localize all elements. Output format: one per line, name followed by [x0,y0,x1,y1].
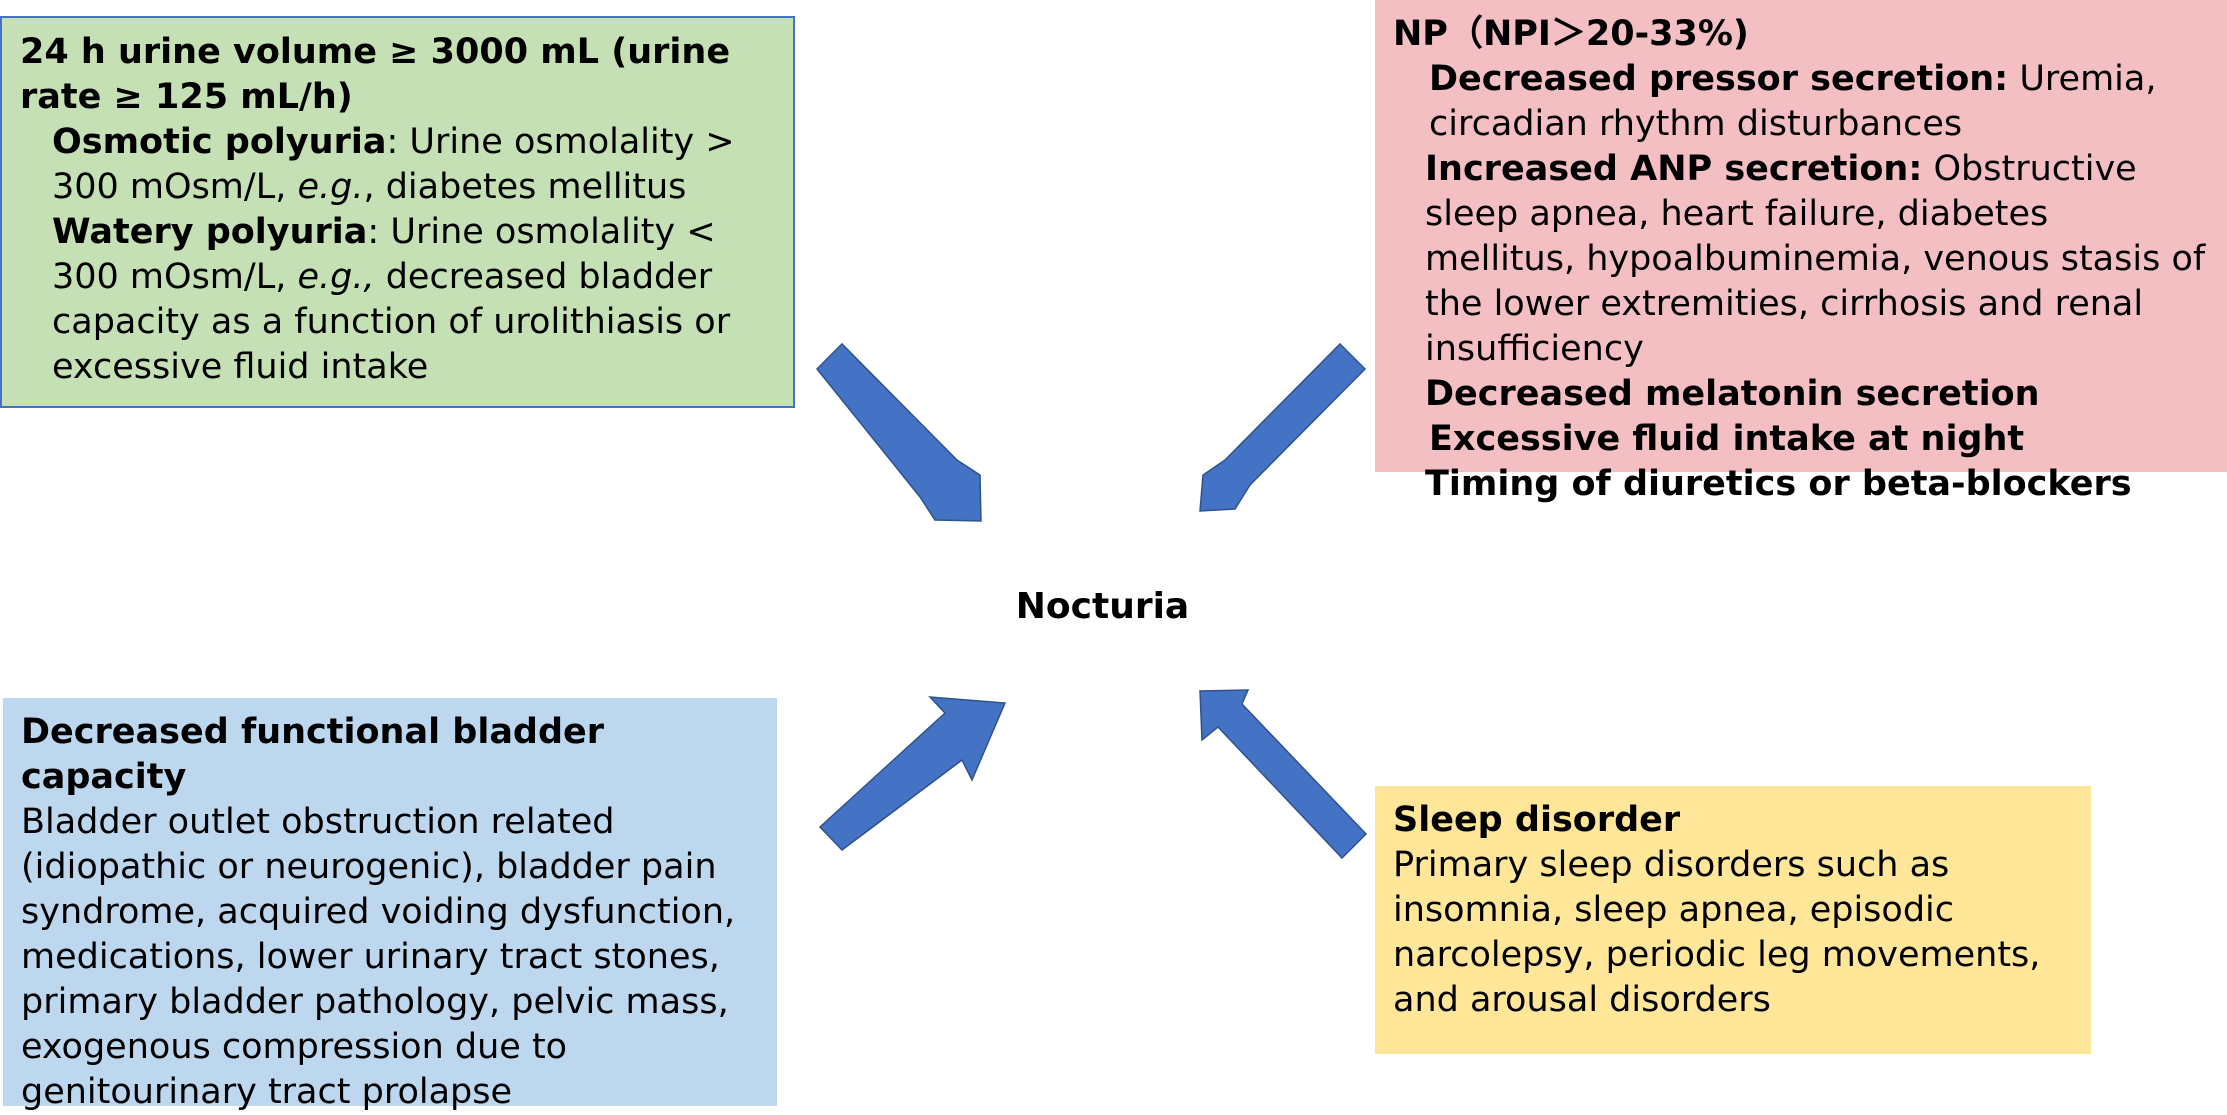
watery-polyuria-eg: e.g., [297,257,375,297]
sleep-disorder-body: Primary sleep disorders such as insomnia… [1393,845,2041,1020]
arrow-bottom-left [818,696,1007,851]
watery-polyuria-item: Watery polyuria: Urine osmolality < 300 … [20,210,775,390]
polyuria-title: 24 h urine volume ≥ 3000 mL (urine rate … [20,32,731,117]
osmotic-polyuria-item: Osmotic polyuria: Urine osmolality > 300… [20,120,775,210]
osmotic-polyuria-rest: , diabetes mellitus [363,167,687,207]
bladder-capacity-box: Decreased functional bladder capacity Bl… [3,698,777,1112]
np-item-diuretics: Timing of diuretics or beta-blockers [1425,464,2132,504]
bladder-capacity-title: Decreased functional bladder capacity [21,712,605,797]
bladder-capacity-body: Bladder outlet obstruction related (idio… [21,802,736,1112]
watery-polyuria-rest: decreased bladder capacity as a function… [52,257,731,387]
np-item-anp-term: Increased ANP secretion: [1425,149,1923,189]
np-item-anp-desc: Obstructive sleep apnea, heart failure, … [1425,149,2206,369]
arrow-bottom-right [1199,689,1368,860]
nocturia-label: Nocturia [1015,586,1190,627]
arrow-top-left [815,342,982,522]
np-item-pressor-desc: Uremia, circadian rhythm disturbances [1429,59,2157,144]
arrow-top-right [1199,342,1367,512]
np-item-fluid: Excessive fluid intake at night [1429,419,2025,459]
np-item-anp: Increased ANP secretion: Obstructive sle… [1393,147,2209,372]
osmotic-polyuria-term: Osmotic polyuria [52,122,387,162]
watery-polyuria-term: Watery polyuria [52,212,368,252]
sleep-disorder-box: Sleep disorder Primary sleep disorders s… [1375,786,2091,1054]
osmotic-polyuria-desc: : Urine osmolality > 300 mOsm/L, [52,122,735,207]
np-item-pressor-term: Decreased pressor secretion: [1429,59,2009,99]
np-item-pressor: Decreased pressor secretion: Uremia, cir… [1393,57,2209,147]
polyuria-box: 24 h urine volume ≥ 3000 mL (urine rate … [0,16,795,408]
osmotic-polyuria-eg: e.g. [297,167,364,207]
nocturnal-polyuria-box: NP（NPI＞20-33%) Decreased pressor secreti… [1375,0,2227,504]
sleep-disorder-title: Sleep disorder [1393,800,1681,840]
watery-polyuria-desc: : Urine osmolality < 300 mOsm/L, [52,212,716,297]
np-title: NP（NPI＞20-33%) [1393,14,1749,54]
np-item-melatonin: Decreased melatonin secretion [1425,374,2040,414]
